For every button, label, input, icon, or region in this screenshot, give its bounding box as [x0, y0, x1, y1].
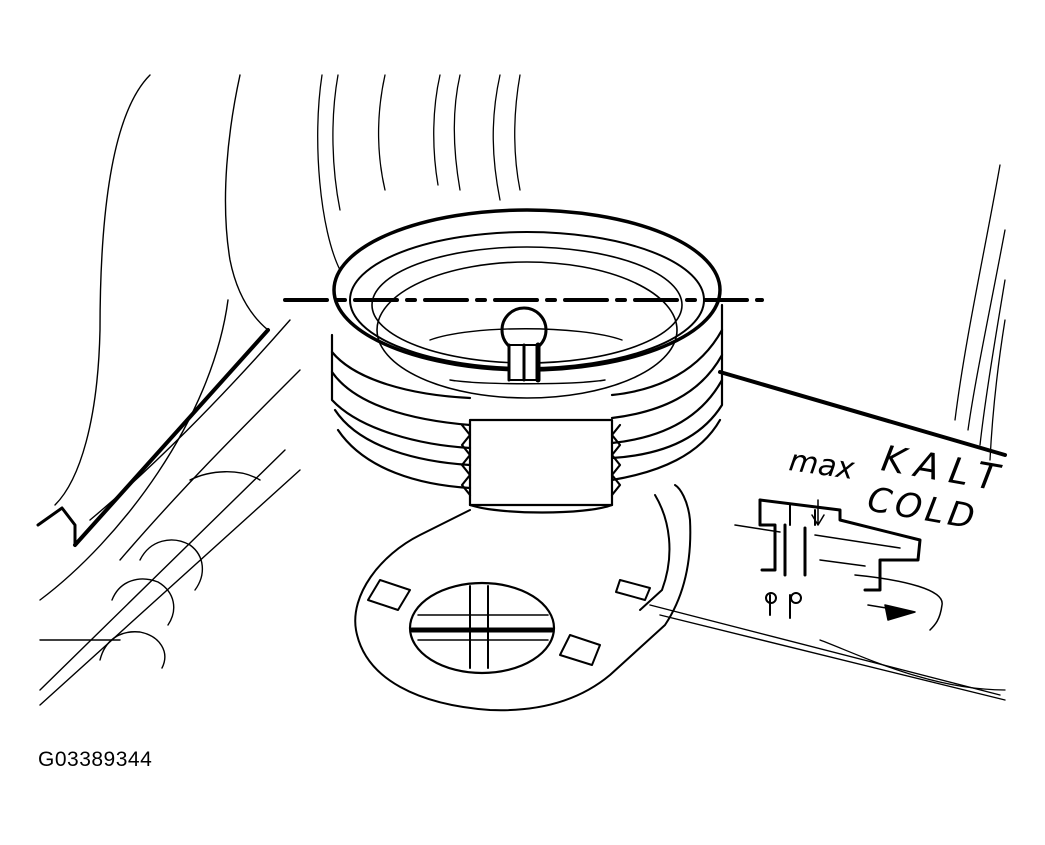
housing-edge	[36, 328, 270, 547]
flange-hole	[408, 581, 556, 675]
reservoir-plate	[649, 370, 1007, 701]
cap-window	[468, 418, 614, 514]
level-scale	[734, 498, 943, 631]
level-pin	[500, 306, 548, 383]
housing-contours-right	[954, 164, 1006, 461]
housing-contours-left	[39, 74, 301, 706]
housing-contours-top	[317, 74, 521, 271]
mounting-flange	[354, 484, 692, 712]
cap-threads	[330, 303, 724, 497]
max-label: max	[787, 443, 857, 487]
figure-id-label: G03389344	[38, 748, 153, 771]
